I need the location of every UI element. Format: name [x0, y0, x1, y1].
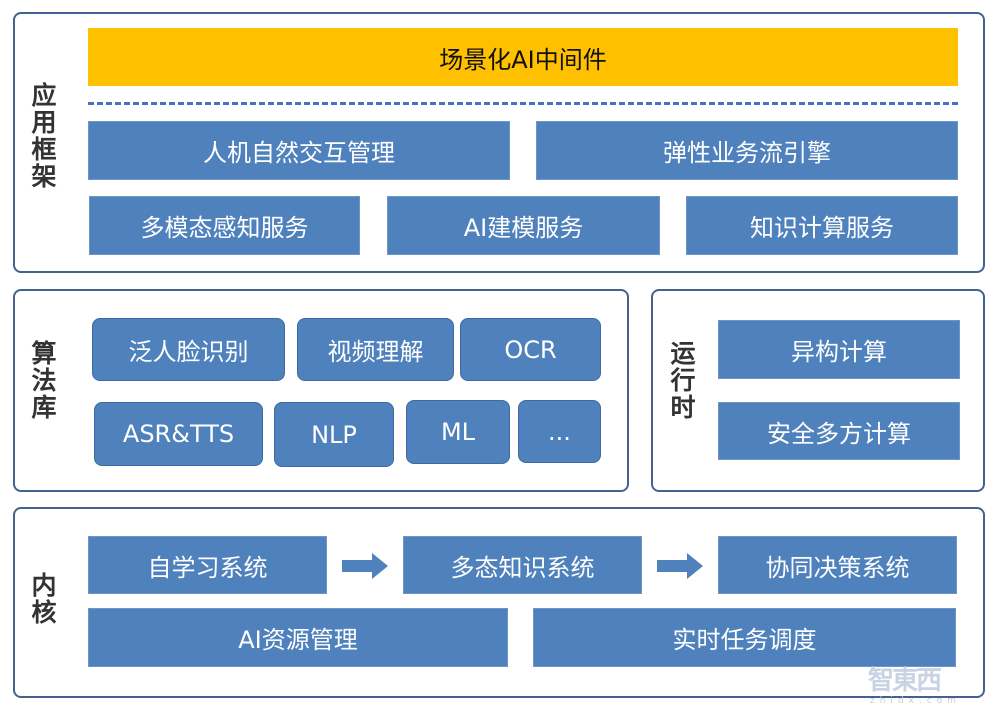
realtime-scheduling-box: 实时任务调度 [533, 608, 956, 667]
asr-tts-box: ASR&TTS [94, 402, 263, 466]
ai-resource-box: AI资源管理 [88, 608, 508, 667]
self-learning-box: 自学习系统 [88, 536, 327, 594]
ml-box: ML [406, 400, 510, 464]
application-framework-label: 应用框架 [28, 82, 57, 190]
knowledge-box: 知识计算服务 [686, 196, 958, 255]
hci-box: 人机自然交互管理 [88, 121, 510, 180]
polymorphic-knowledge-box: 多态知识系统 [403, 536, 642, 594]
collaborative-decision-box: 协同决策系统 [718, 536, 957, 594]
arrow-right-icon [657, 553, 703, 579]
watermark-url: zhidx.com [870, 696, 962, 706]
perception-box: 多模态感知服务 [89, 196, 360, 255]
kernel-label: 内核 [28, 572, 57, 626]
algorithm-library-label: 算法库 [28, 340, 57, 421]
runtime-label: 运行时 [667, 340, 696, 421]
secure-mpc-box: 安全多方计算 [718, 402, 960, 460]
middleware-box: 场景化AI中间件 [88, 28, 958, 86]
heterogeneous-computing-box: 异构计算 [718, 320, 960, 379]
workflow-engine-box: 弹性业务流引擎 [536, 121, 958, 180]
nlp-box: NLP [274, 402, 394, 467]
more-box: ... [518, 400, 601, 463]
video-understanding-box: 视频理解 [297, 318, 454, 381]
ai-modeling-box: AI建模服务 [387, 196, 660, 255]
dashed-divider [88, 102, 958, 105]
watermark-logo: 智東西 [868, 666, 942, 696]
arrow-right-icon [342, 553, 388, 579]
ocr-box: OCR [460, 318, 601, 381]
face-recognition-box: 泛人脸识别 [92, 318, 285, 381]
